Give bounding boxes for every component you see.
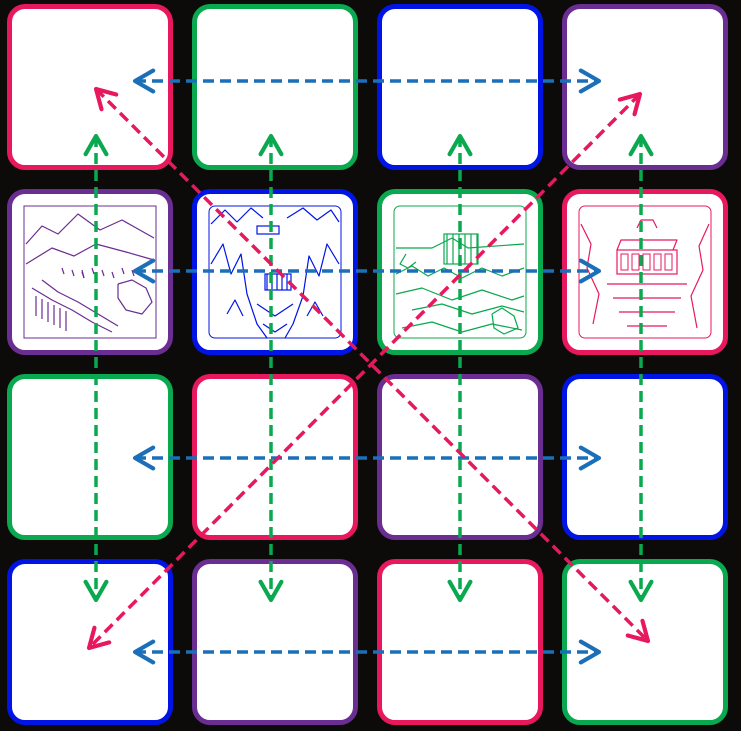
tile-r4-c3[interactable] — [377, 559, 543, 725]
tile-r2-c3[interactable] — [377, 189, 543, 355]
tile-r4-c4[interactable] — [562, 559, 728, 725]
tile-r1-c1[interactable] — [7, 4, 173, 170]
tile-r2-c2[interactable] — [192, 189, 358, 355]
tile-r2-c4[interactable] — [562, 189, 728, 355]
tile-r3-c1[interactable] — [7, 374, 173, 540]
tile-r1-c3[interactable] — [377, 4, 543, 170]
tile-r2-c1[interactable] — [7, 189, 173, 355]
tile-r3-c2[interactable] — [192, 374, 358, 540]
tile-r4-c2[interactable] — [192, 559, 358, 725]
tile-r3-c4[interactable] — [562, 374, 728, 540]
river-dam-sketch-image — [392, 204, 528, 340]
tile-r1-c2[interactable] — [192, 4, 358, 170]
mountain-dam-sketch-image — [207, 204, 343, 340]
dam-gates-sketch-image — [577, 204, 713, 340]
tile-r3-c3[interactable] — [377, 374, 543, 540]
tile-r4-c1[interactable] — [7, 559, 173, 725]
tile-r1-c4[interactable] — [562, 4, 728, 170]
waterfall-dam-sketch-image — [22, 204, 158, 340]
